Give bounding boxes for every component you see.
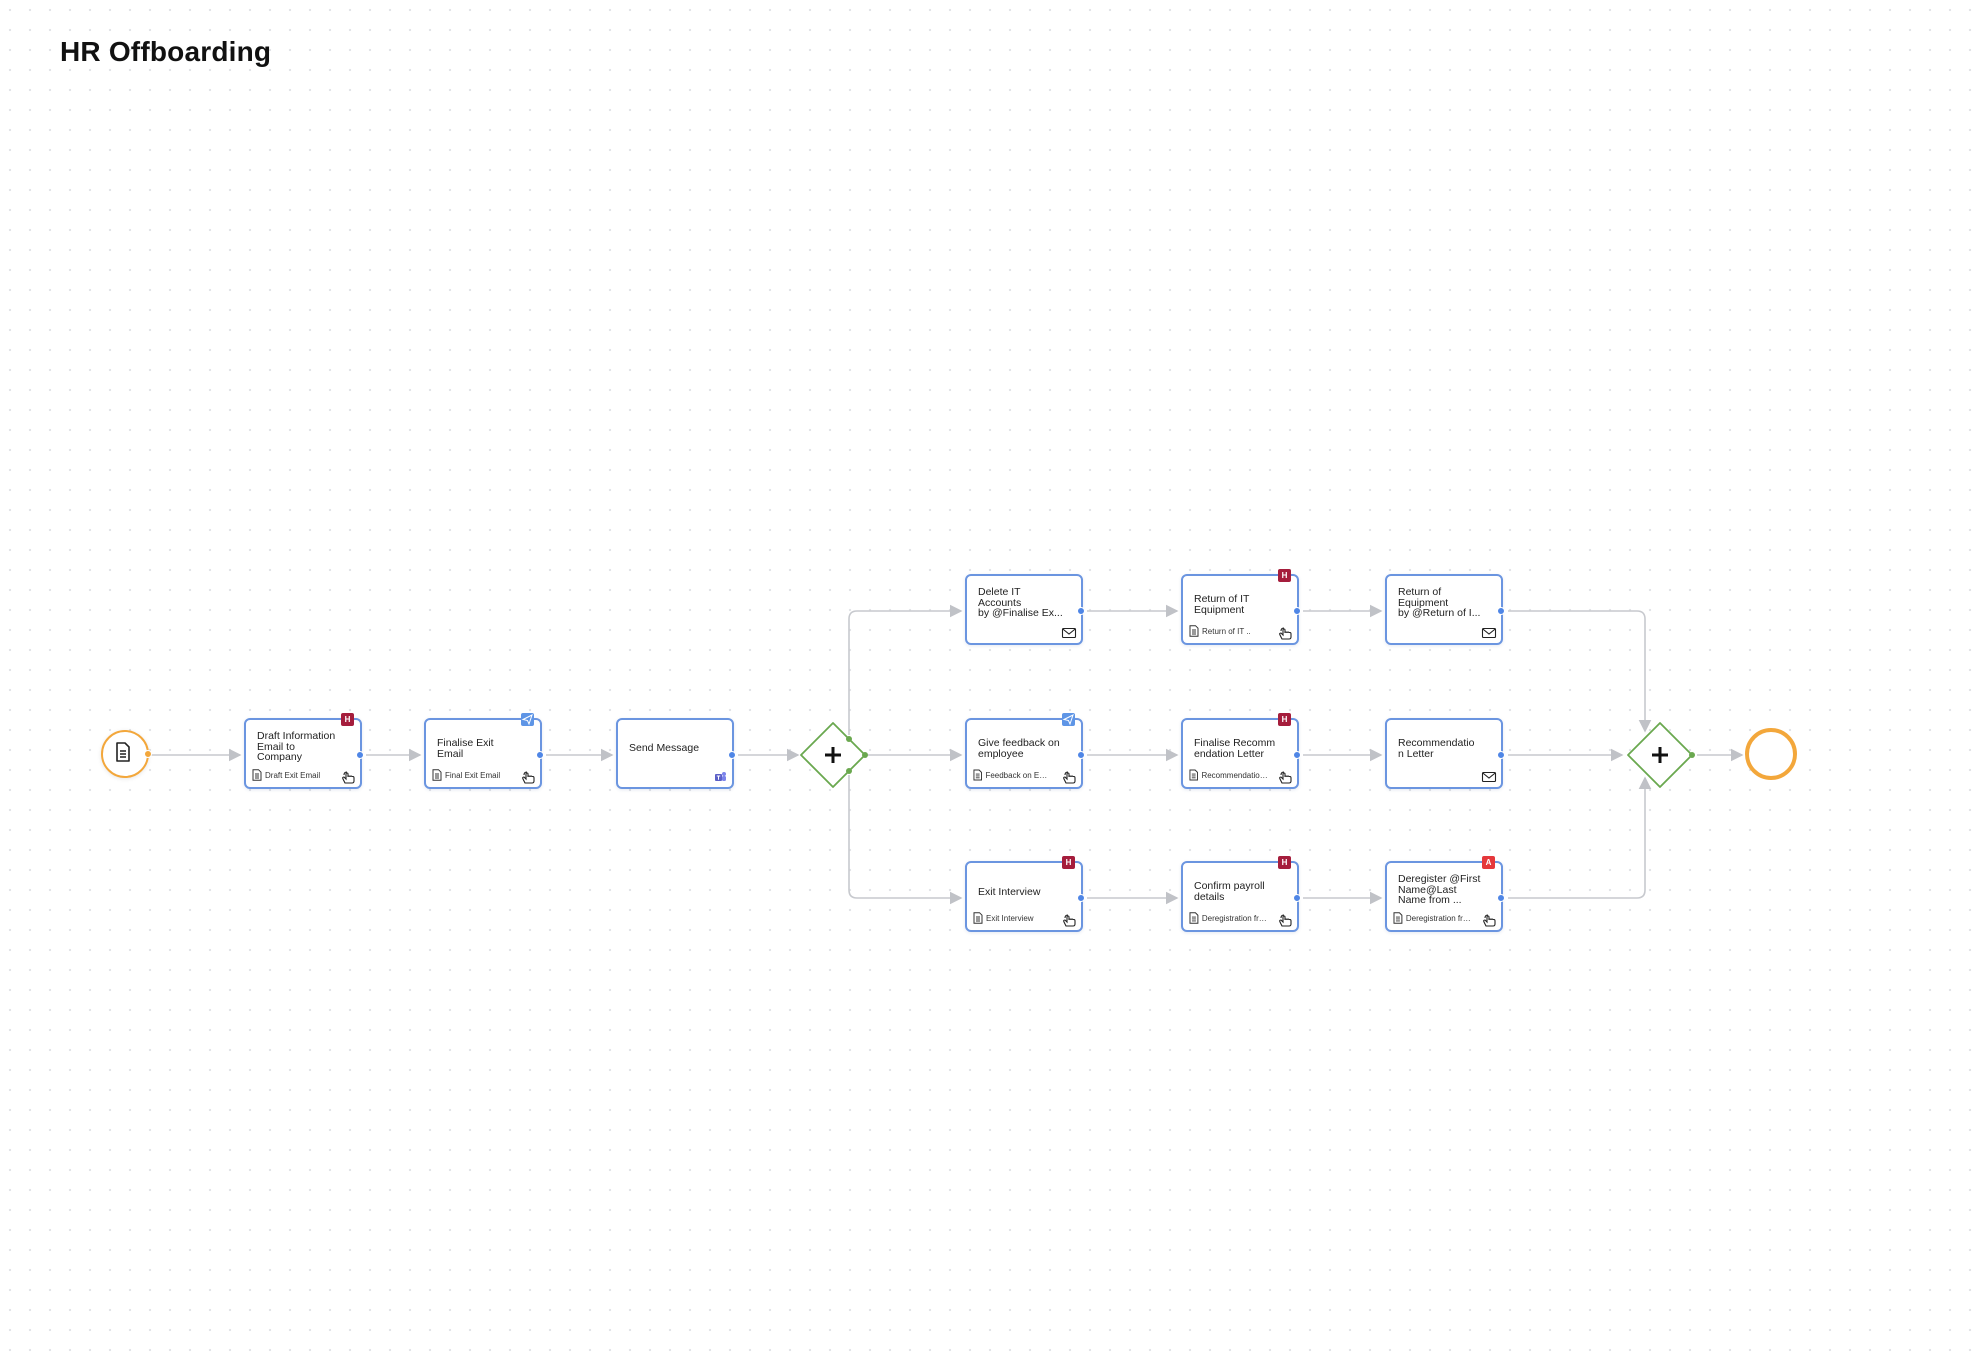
human-task-badge: H [1278, 856, 1291, 869]
task-label: Delete IT Accounts by @Finalise Ex... [978, 587, 1063, 619]
task-label: Recommendatio n Letter [1398, 738, 1475, 759]
task-label: Finalise Exit Email [437, 738, 494, 759]
task-confirm-payroll-details[interactable]: H Confirm payroll details Deregistration… [1181, 856, 1301, 932]
task-return-of-it-equipment[interactable]: H Return of IT Equipment Return of IT .. [1181, 569, 1301, 645]
output-port[interactable] [1077, 751, 1085, 759]
document-icon [432, 769, 442, 781]
task-document[interactable]: Exit Interview [973, 911, 1053, 925]
send-task-badge [1062, 713, 1075, 726]
output-port[interactable] [728, 751, 736, 759]
human-task-badge: H [1062, 856, 1075, 869]
send-icon [521, 714, 533, 726]
document-icon [1189, 769, 1198, 781]
task-document[interactable]: Recommendation ... [1189, 768, 1269, 782]
task-label: Deregister @First Name@Last Name from ..… [1398, 874, 1481, 906]
mail-icon [1481, 771, 1497, 783]
touch-icon [1063, 771, 1076, 784]
task-label: Confirm payroll details [1194, 881, 1265, 902]
task-label: Return of Equipment by @Return of I... [1398, 587, 1481, 619]
touch-icon [522, 771, 535, 784]
task-document[interactable]: Final Exit Email [432, 768, 512, 782]
parallel-join-gateway[interactable] [1625, 720, 1695, 790]
teams-icon [715, 772, 726, 781]
start-event[interactable] [101, 730, 152, 778]
document-icon [252, 769, 262, 781]
output-port[interactable] [1077, 607, 1085, 615]
flow-r3-to-join[interactable] [1508, 776, 1652, 899]
document-icon [973, 769, 982, 781]
task-recommendation-letter[interactable]: Recommendatio n Letter [1385, 718, 1505, 789]
touch-icon [1279, 771, 1292, 784]
flow-split-to-exit-interview[interactable] [848, 775, 963, 905]
task-document[interactable]: Return of IT .. [1189, 624, 1269, 638]
output-port[interactable] [1293, 751, 1301, 759]
task-exit-interview[interactable]: H Exit Interview Exit Interview [965, 856, 1085, 932]
document-name: Deregistration fro... [1201, 913, 1269, 923]
task-label: Return of IT Equipment [1194, 594, 1250, 615]
task-return-of-equipment[interactable]: Return of Equipment by @Return of I... [1385, 574, 1505, 645]
task-label: Finalise Recomm endation Letter [1194, 738, 1276, 759]
document-name: Draft Exit Email [265, 770, 321, 780]
task-label: Draft Information Email to Company [257, 731, 336, 763]
page-title: HR Offboarding [60, 36, 272, 67]
output-port[interactable] [1293, 607, 1301, 615]
plus-icon [825, 747, 841, 763]
document-icon [1189, 912, 1199, 924]
human-task-badge: H [1278, 713, 1291, 726]
document-icon [1393, 912, 1403, 924]
mail-icon [1481, 627, 1497, 639]
output-port[interactable] [1497, 894, 1505, 902]
task-label: Give feedback on employee [978, 738, 1060, 759]
output-port[interactable] [1077, 894, 1085, 902]
human-task-badge: H [1278, 569, 1291, 582]
task-document[interactable]: Deregistration fro... [1189, 911, 1269, 925]
human-task-badge: H [341, 713, 354, 726]
document-name: Recommendation ... [1201, 770, 1269, 780]
end-event[interactable] [1745, 728, 1797, 780]
touch-icon [1279, 914, 1292, 927]
document-name: Feedback on Emp... [985, 770, 1053, 780]
task-finalise-exit-email[interactable]: Finalise Exit Email Final Exit Email [424, 713, 544, 789]
task-deregister-employee[interactable]: A Deregister @First Name@Last Name from … [1385, 856, 1505, 932]
document-icon [1189, 625, 1199, 637]
document-icon [973, 912, 983, 924]
touch-icon [1483, 914, 1496, 927]
mail-icon [1061, 627, 1077, 639]
document-name: Deregistration fro... [1405, 913, 1473, 923]
automated-task-badge: A [1482, 856, 1495, 869]
output-port[interactable] [356, 751, 364, 759]
task-document[interactable]: Feedback on Emp... [973, 768, 1053, 782]
output-port[interactable] [1293, 894, 1301, 902]
plus-icon [1652, 747, 1668, 763]
output-port[interactable] [1497, 751, 1505, 759]
task-send-message[interactable]: Send Message [616, 718, 736, 789]
touch-icon [342, 771, 355, 784]
send-icon [1062, 714, 1074, 726]
document-name: Return of IT .. [1202, 626, 1251, 636]
touch-icon [1279, 627, 1292, 640]
flow-r1-to-join[interactable] [1508, 610, 1652, 733]
task-delete-it-accounts[interactable]: Delete IT Accounts by @Finalise Ex... [965, 574, 1085, 645]
document-icon [116, 742, 130, 762]
task-document[interactable]: Draft Exit Email [252, 768, 332, 782]
document-name: Final Exit Email [445, 770, 501, 780]
output-port[interactable] [536, 751, 544, 759]
task-finalise-recommendation-letter[interactable]: H Finalise Recomm endation Letter Recomm… [1181, 713, 1301, 789]
flow-split-to-delete-it[interactable] [848, 604, 963, 735]
start-port[interactable] [144, 750, 152, 758]
task-document[interactable]: Deregistration fro... [1393, 911, 1473, 925]
output-port[interactable] [1497, 607, 1505, 615]
task-give-feedback[interactable]: Give feedback on employee Feedback on Em… [965, 713, 1085, 789]
send-task-badge [521, 713, 534, 726]
task-label: Exit Interview [978, 887, 1041, 898]
task-draft-information-email[interactable]: H Draft Information Email to Company Dra… [244, 713, 364, 789]
parallel-split-gateway[interactable] [798, 720, 868, 790]
touch-icon [1063, 914, 1076, 927]
task-label: Send Message [629, 742, 700, 755]
document-name: Exit Interview [986, 913, 1034, 923]
